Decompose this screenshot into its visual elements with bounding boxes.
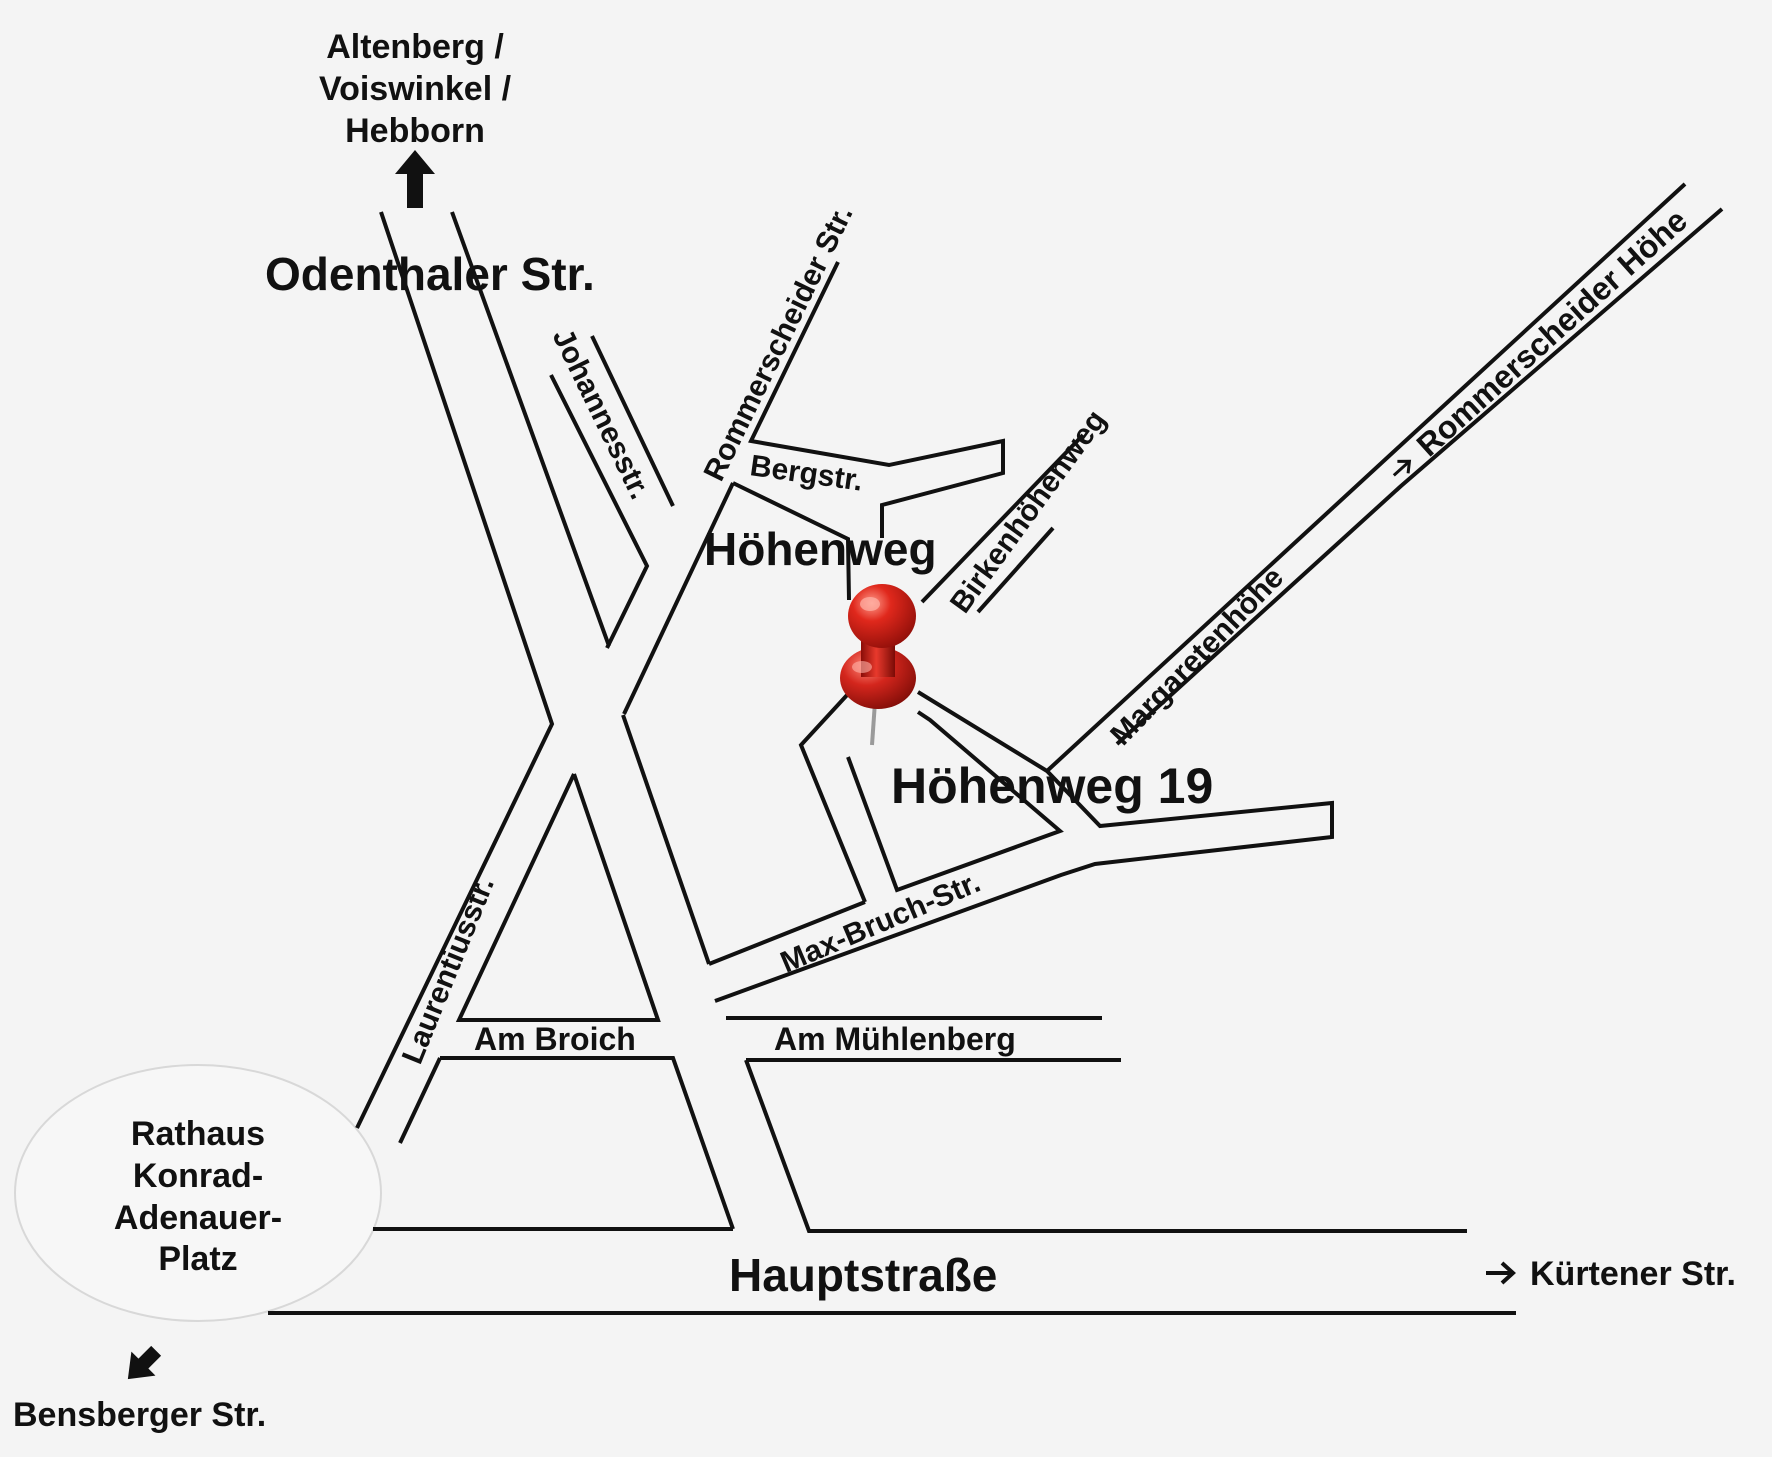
landmark-line3: Adenauer- [114,1199,282,1237]
road-rommerscheider-str [622,261,1005,715]
street-label-am-broich: Am Broich [474,1021,636,1057]
street-label-am-muehlenberg: Am Mühlenberg [774,1021,1016,1057]
road-odenthaler-str [355,211,711,1129]
road-johannesstr [549,335,675,649]
road-birkenhoehenweg [920,433,1085,614]
landmark-line4: Platz [158,1240,237,1278]
road-am-muehlenberg [726,1016,1467,1233]
road-am-broich [373,1056,735,1231]
destination-southwest: Bensberger Str. [13,1396,266,1434]
street-label-hoehenweg: Höhenweg [704,523,937,575]
road-laurentiusstr [398,773,661,1144]
road-max-bruch-str [708,900,866,966]
street-label-odenthaler: Odenthaler Str. [265,248,595,300]
destination-north-line1: Altenberg / [326,28,504,66]
road-rommerscheider-hoehe [1045,182,1724,773]
road-hoehenweg [732,481,1064,903]
destination-north-line2: Voiswinkel / [319,70,512,108]
landmark-line1: Rathaus [131,1115,265,1153]
road-hoehenweg-east [714,690,1334,1003]
landmark-line2: Konrad- [133,1157,263,1195]
arrow-right-icon [1392,459,1412,477]
push-pin-icon[interactable] [840,584,916,746]
street-label-hauptstrasse: Hauptstraße [729,1249,997,1301]
arrow-up-icon [395,150,435,208]
rathaus-area [14,1064,382,1322]
destination-east: Kürtener Str. [1530,1255,1736,1293]
arrow-right-icon [1486,1261,1516,1285]
arrow-down-left-icon [127,1345,162,1380]
destination-north-line3: Hebborn [345,112,485,150]
marker-address-label: Höhenweg 19 [891,758,1213,814]
